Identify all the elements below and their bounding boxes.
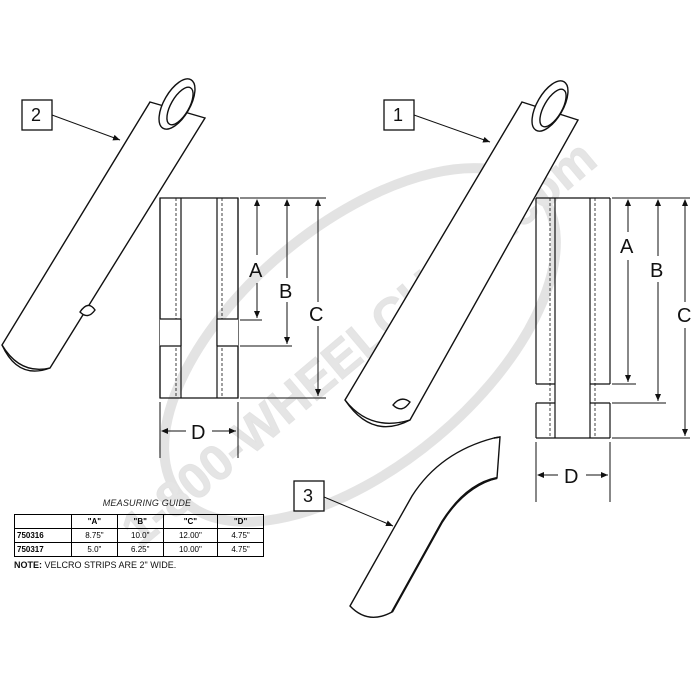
value-c: 12.00" bbox=[162, 528, 219, 543]
callout-3: 3 bbox=[303, 486, 313, 506]
value-b: 10.0" bbox=[116, 528, 164, 543]
callout-box-1 bbox=[383, 99, 415, 131]
value-c: 10.00" bbox=[162, 542, 219, 557]
dim-b-right: B bbox=[650, 260, 663, 282]
leader-3 bbox=[323, 496, 394, 527]
leader-1 bbox=[413, 114, 491, 143]
dim-c-right: C bbox=[677, 305, 691, 327]
leader-2 bbox=[51, 114, 121, 141]
flat-pattern-right bbox=[535, 197, 611, 439]
value-a: 8.75" bbox=[71, 528, 118, 543]
measuring-guide-title: MEASURING GUIDE bbox=[102, 498, 192, 508]
strip-part-3 bbox=[349, 436, 501, 618]
table-header-row: "A" "B" "C" "D" bbox=[14, 514, 264, 529]
note-label: NOTE: bbox=[14, 560, 42, 570]
header-c: "C" bbox=[162, 514, 219, 529]
value-d: 4.75" bbox=[217, 542, 264, 557]
callout-box-2 bbox=[21, 99, 53, 131]
dim-a-right: A bbox=[620, 236, 634, 258]
dim-d-left: D bbox=[191, 422, 205, 444]
part-number: 750316 bbox=[14, 528, 72, 543]
velcro-note: NOTE: VELCRO STRIPS ARE 2" WIDE. bbox=[14, 560, 264, 570]
value-b: 6.25" bbox=[116, 542, 164, 557]
callout-2: 2 bbox=[31, 105, 41, 125]
header-d: "D" bbox=[217, 514, 264, 529]
dim-d-right: D bbox=[564, 466, 578, 488]
measuring-guide-table: "A" "B" "C" "D" 750316 8.75" 10.0" 12.00… bbox=[14, 514, 264, 557]
dim-c-left: C bbox=[309, 304, 323, 326]
tube-part-1 bbox=[344, 80, 580, 428]
dimensions-left bbox=[159, 197, 326, 458]
value-d: 4.75" bbox=[217, 528, 264, 543]
callout-box-3 bbox=[293, 480, 325, 512]
callout-1: 1 bbox=[393, 105, 403, 125]
table-row: 750316 8.75" 10.0" 12.00" 4.75" bbox=[14, 528, 264, 543]
dimensions-right bbox=[535, 197, 690, 502]
flat-pattern-left bbox=[159, 197, 239, 399]
value-a: 5.0" bbox=[71, 542, 118, 557]
note-text: VELCRO STRIPS ARE 2" WIDE. bbox=[42, 560, 177, 570]
dim-b-left: B bbox=[279, 281, 292, 303]
measuring-guide: MEASURING GUIDE "A" "B" "C" "D" 750316 8… bbox=[14, 498, 264, 570]
table-row: 750317 5.0" 6.25" 10.00" 4.75" bbox=[14, 542, 264, 557]
tube-part-2 bbox=[1, 78, 207, 372]
part-number: 750317 bbox=[14, 542, 72, 557]
header-a: "A" bbox=[71, 514, 118, 529]
dim-a-left: A bbox=[249, 260, 263, 282]
header-b: "B" bbox=[116, 514, 164, 529]
header-blank bbox=[14, 514, 72, 529]
